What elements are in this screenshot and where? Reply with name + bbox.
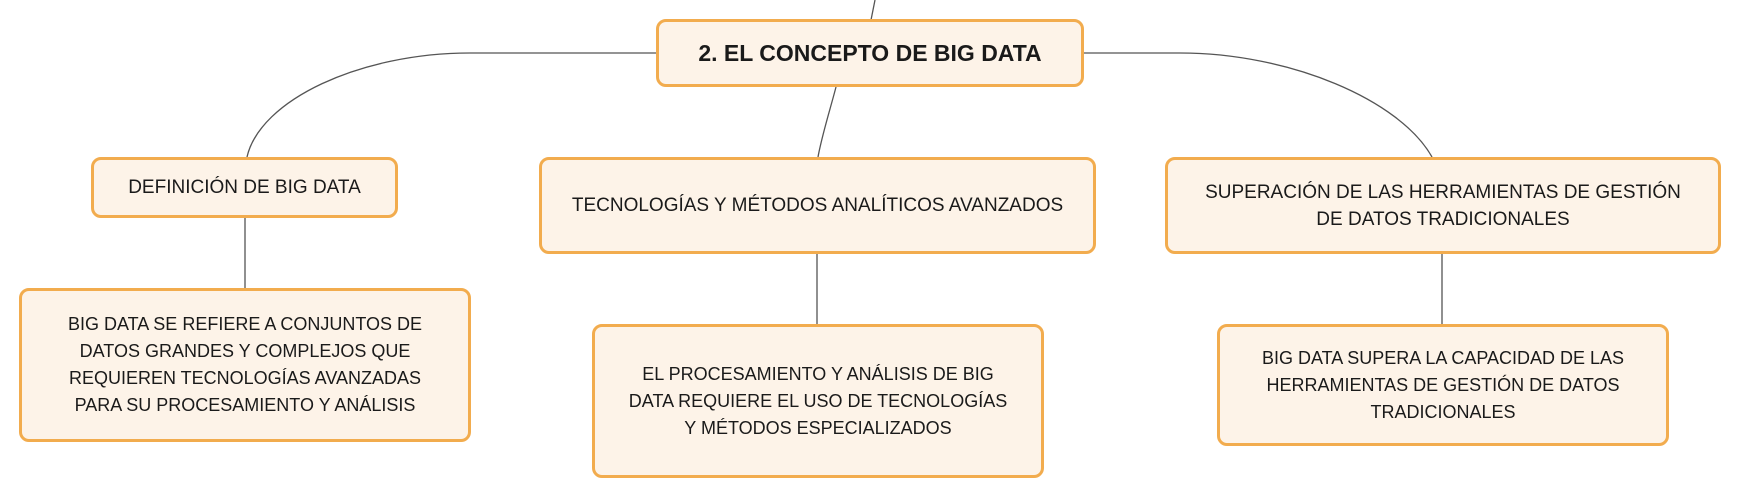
detail-node-definition[interactable]: BIG DATA SE REFIERE A CONJUNTOS DE DATOS… <box>19 288 471 442</box>
connector-root-to-technologies <box>817 86 837 158</box>
branch-node-technologies[interactable]: TECNOLOGÍAS Y MÉTODOS ANALÍTICOS AVANZAD… <box>539 157 1096 254</box>
detail-node-overcoming[interactable]: BIG DATA SUPERA LA CAPACIDAD DE LAS HERR… <box>1217 324 1669 446</box>
branch-node-overcoming[interactable]: SUPERACIÓN DE LAS HERRAMIENTAS DE GESTIÓ… <box>1165 157 1721 254</box>
root-topic-node[interactable]: 2. EL CONCEPTO DE BIG DATA <box>656 19 1084 87</box>
detail-node-technologies[interactable]: EL PROCESAMIENTO Y ANÁLISIS DE BIG DATA … <box>592 324 1044 478</box>
connector-root-to-definition <box>246 52 656 158</box>
connector-root-to-overcoming <box>1083 52 1433 158</box>
connector-incoming-root <box>870 0 876 21</box>
branch-node-definition[interactable]: DEFINICIÓN DE BIG DATA <box>91 157 398 218</box>
